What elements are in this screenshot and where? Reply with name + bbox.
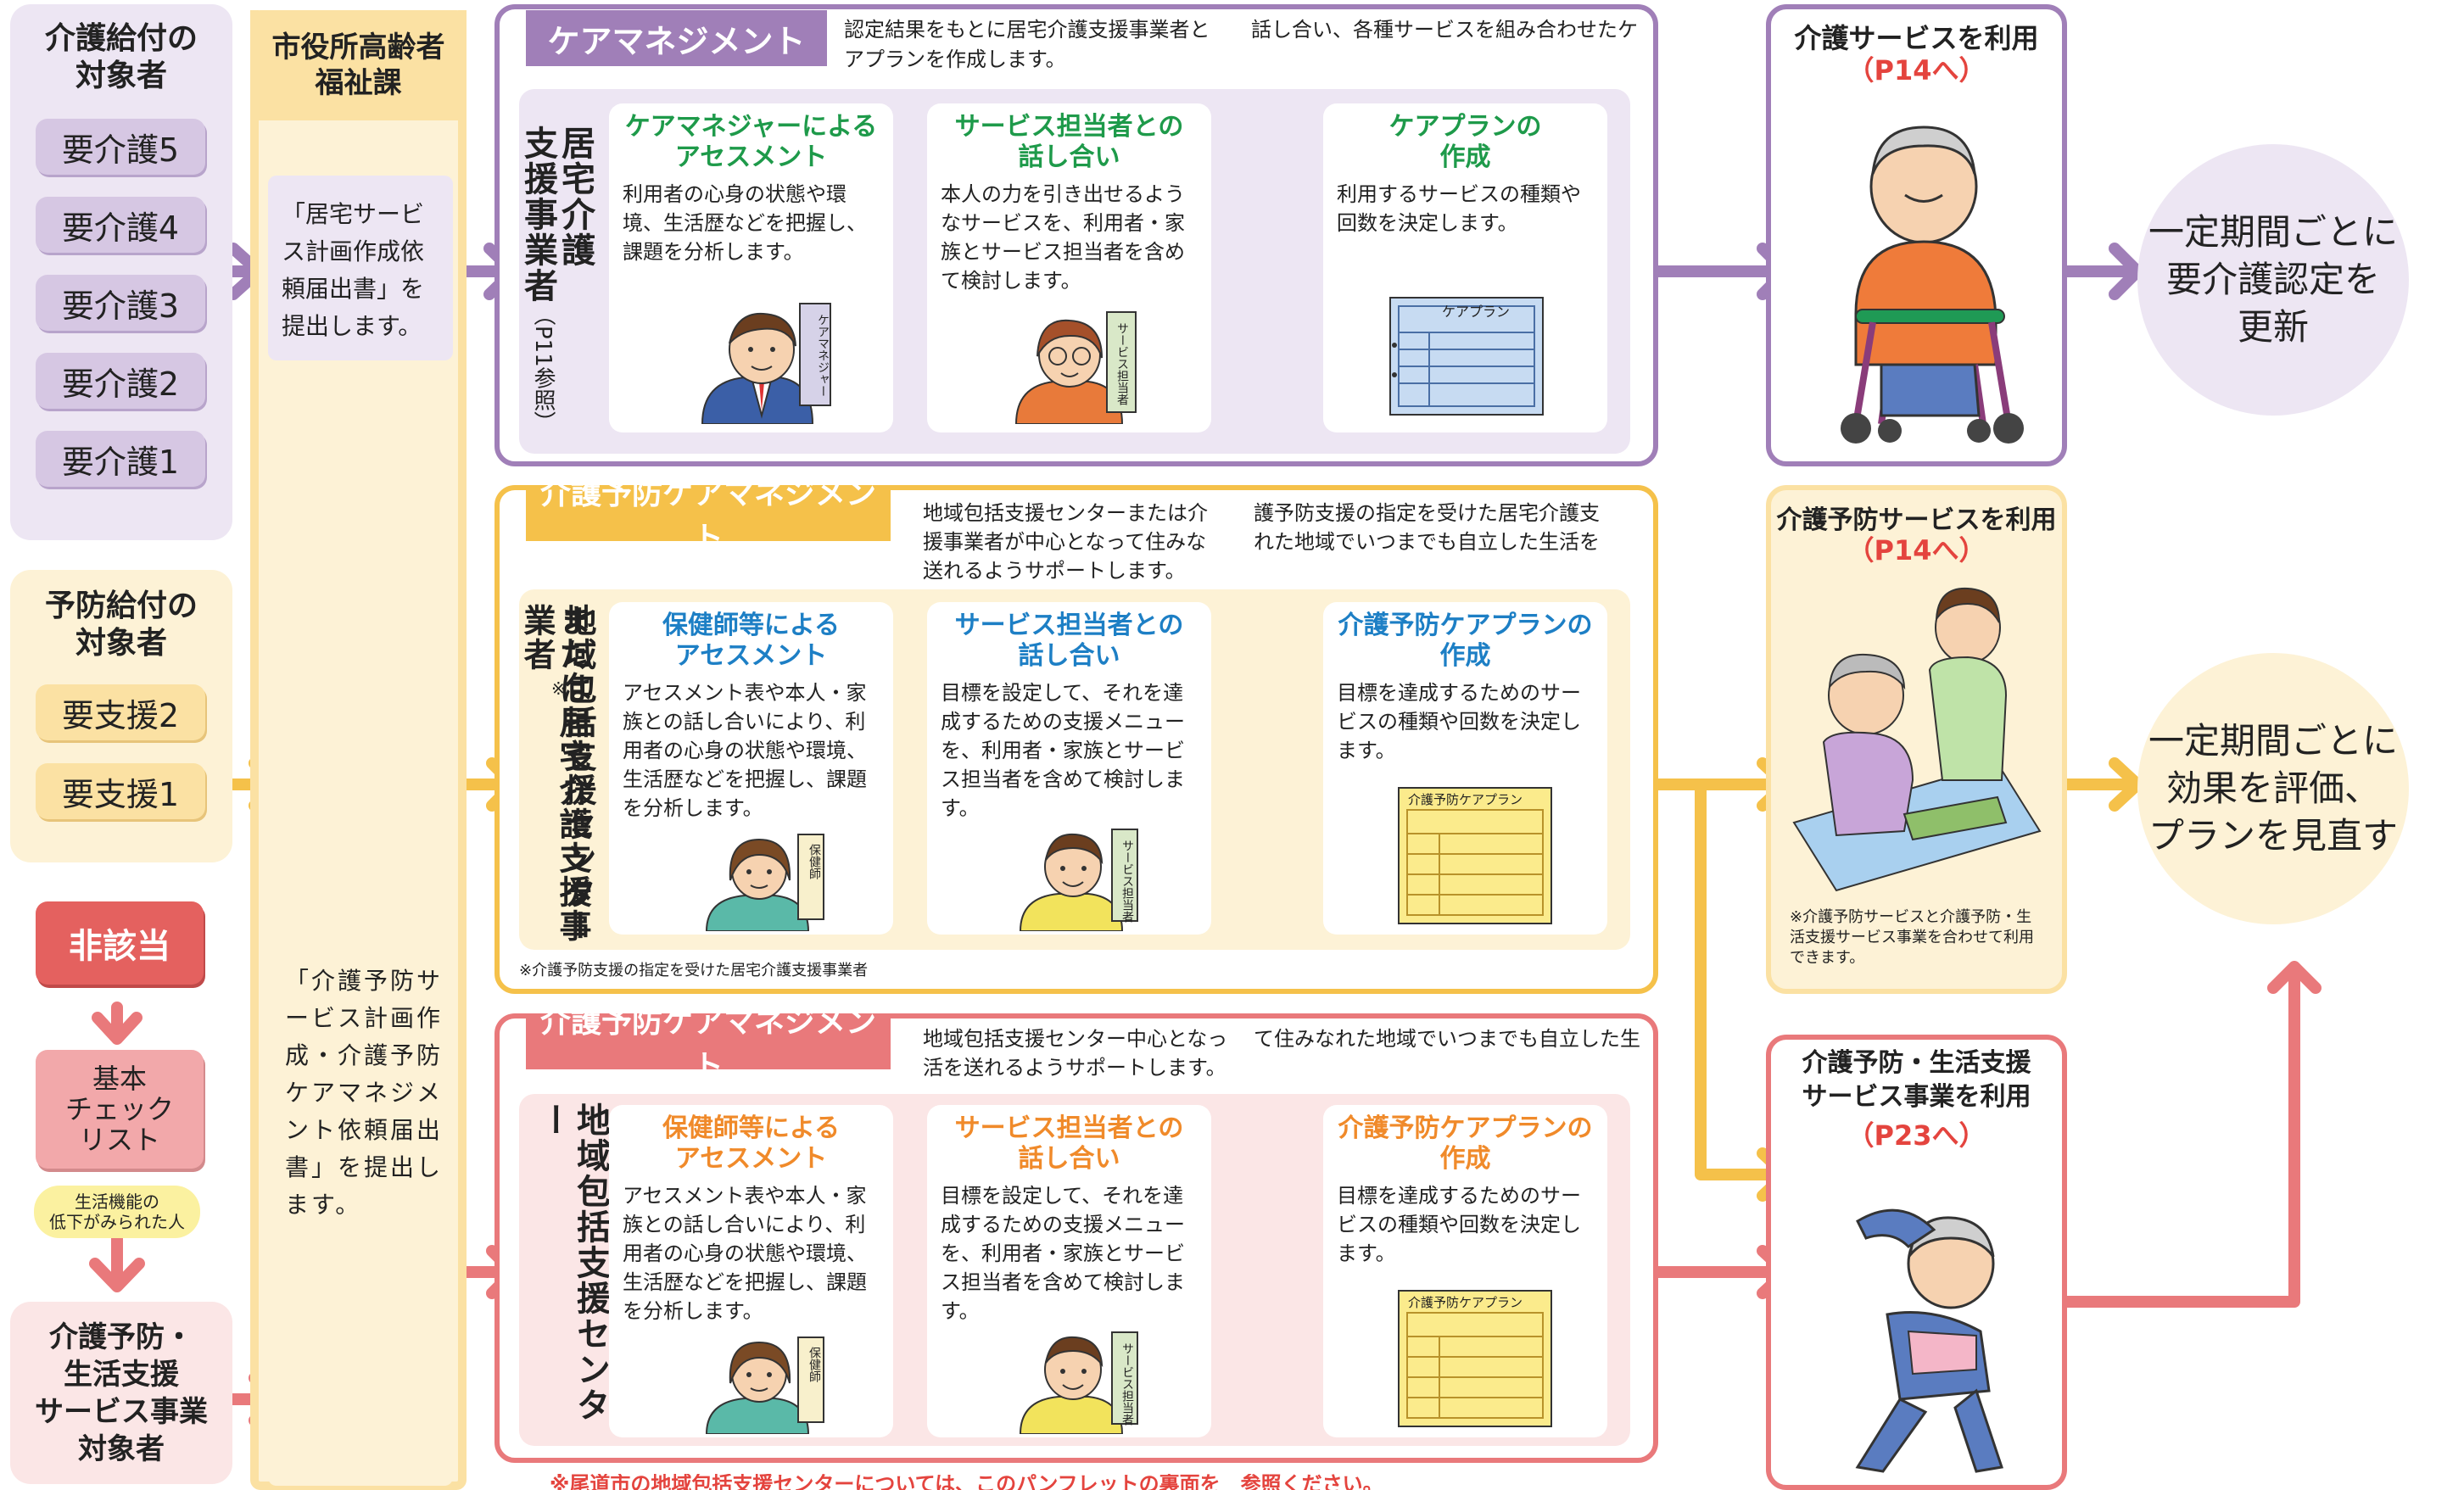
row2-card-meeting: サービス担当者との 話し合い 目標を設定して、それを達成するための支援メニューを…	[927, 602, 1211, 935]
row2-side-label-b: または居宅介護支援事業者	[518, 604, 591, 943]
row3-card-meeting: サービス担当者との 話し合い 目標を設定して、それを達成するための支援メニューを…	[927, 1105, 1211, 1437]
row1-cycle-circle: 一定期間ごとに 要介護認定を 更新	[2137, 144, 2409, 416]
level-youkaigo4: 要介護4	[36, 197, 205, 253]
staff-illustration-pink	[1019, 1331, 1138, 1434]
row3-card1-tag: 保健師	[807, 1347, 821, 1382]
row2-card1-title: 保健師等による アセスメント	[662, 611, 841, 671]
row1-card2-body: 本人の力を引き出せるようなサービスを、利用者・家族とサービス担当者を含めて検討し…	[941, 182, 1185, 293]
row1-card2-title: サービス担当者との 話し合い	[954, 112, 1184, 172]
level-youshien1: 要支援1	[36, 763, 205, 819]
row3-description-c: 活を送れるようサポートします。	[923, 1056, 1226, 1080]
yobo-group-title: 予防給付の 対象者	[44, 589, 198, 661]
kaigo-group-panel: 介護給付の 対象者 要介護5 要介護4 要介護3 要介護2 要介護1	[10, 4, 232, 540]
row2-card2-title: サービス担当者との 話し合い	[954, 611, 1184, 671]
row2-side-mark: ※	[551, 678, 566, 699]
row3-card2-tag: サービス担当者	[1120, 1342, 1134, 1426]
city-office-header: 市役所高齢者 福祉課	[250, 10, 467, 120]
row2-card2-tag: サービス担当者	[1120, 840, 1134, 923]
row2-description-a: 地域包括支援センターまたは介	[923, 501, 1208, 525]
row2-card2-body: 目標を設定して、それを達成するための支援メニューを、利用者・家族とサービス担当者…	[941, 681, 1185, 820]
row2-card3-tag: 介護予防ケアプラン	[1408, 792, 1523, 807]
row1-description-b: 話し合い、各種サービスを組み合わせたケ	[1251, 18, 1638, 42]
row2-result-title: 介護予防サービスを利用	[1776, 505, 2057, 535]
bottom-note: ※尾道市の地域包括支援センターについては、このパンフレットの裏面を 参照ください…	[550, 1474, 1383, 1490]
row2-description-d: れた地域でいつまでも自立した生活を	[1254, 530, 1600, 554]
row1-side-label: 居宅介護 支援事業者	[518, 126, 595, 304]
level-youkaigo2: 要介護2	[36, 353, 205, 409]
preventive-careplan-icon-yellow	[1398, 787, 1552, 924]
preventive-careplan-icon-pink	[1398, 1290, 1552, 1427]
row2-card3-title: 介護予防ケアプランの 作成	[1338, 611, 1593, 671]
row1-card1-title: ケアマネジャーによる アセスメント	[624, 112, 878, 172]
row2-cycle-circle: 一定期間ごとに 効果を評価、 プランを見直す	[2137, 653, 2409, 924]
row1-card-careplan: ケアプランの 作成 利用するサービスの種類や回数を決定します。 ケアプラン	[1323, 103, 1607, 432]
row1-result-title: 介護サービスを利用	[1794, 22, 2039, 54]
row2-footnote: ※介護予防支援の指定を受けた居宅介護支援事業者	[519, 962, 869, 979]
row3-card2-body: 目標を設定して、それを達成するための支援メニューを、利用者・家族とサービス担当者…	[941, 1184, 1185, 1323]
row3-result-title: 介護予防・生活支援 サービス事業を利用	[1802, 1048, 2031, 1112]
row2-card1-tag: 保健師	[807, 844, 821, 879]
row1-tab: ケアマネジメント	[526, 10, 827, 66]
row1-card3-title: ケアプランの 作成	[1388, 112, 1542, 172]
yobo-group-panel: 予防給付の 対象者 要支援2 要支援1	[10, 570, 232, 862]
row3-card-careplan: 介護予防ケアプランの 作成 目標を達成するためのサービスの種類や回数を決定します…	[1323, 1105, 1607, 1437]
row1-description-c: アプランを作成します。	[844, 47, 1066, 71]
row1-card-assessment: ケアマネジャーによる アセスメント 利用者の心身の状態や環境、生活歴などを把握し…	[609, 103, 893, 432]
row2-tab: 介護予防ケアマネジメント	[526, 477, 891, 555]
row1-side-ref: （P11参照）	[530, 304, 556, 433]
decline-note: 生活機能の 低下がみられた人	[34, 1186, 200, 1238]
row2-result-panel	[1766, 485, 2067, 994]
row3-card1-title: 保健師等による アセスメント	[662, 1113, 841, 1174]
row3-result-ref: （P23へ）	[1847, 1119, 1986, 1152]
level-youshien2: 要支援2	[36, 684, 205, 740]
level-youkaigo1: 要介護1	[36, 431, 205, 487]
row3-card-assessment: 保健師等による アセスメント アセスメント表や本人・家族との話し合いにより、利用…	[609, 1105, 893, 1437]
row1-card3-tag: ケアプラン	[1442, 304, 1511, 320]
row2-side-label-a: 地域包括支援センター	[559, 604, 596, 943]
row2-description-c: 援事業者が中心となって住みな	[923, 530, 1207, 554]
row2-card-careplan: 介護予防ケアプランの 作成 目標を達成するためのサービスの種類や回数を決定します…	[1323, 602, 1607, 935]
row1-card-meeting: サービス担当者との 話し合い 本人の力を引き出せるようなサービスを、利用者・家族…	[927, 103, 1211, 432]
row1-card2-tag: サービス担当者	[1115, 322, 1129, 405]
row2-card3-body: 目標を達成するためのサービスの種類や回数を決定します。	[1337, 681, 1581, 762]
row2-card1-body: アセスメント表や本人・家族との話し合いにより、利用者の心身の状態や環境、生活歴な…	[623, 681, 867, 820]
row3-description-b: て住みなれた地域でいつまでも自立した生	[1254, 1027, 1640, 1051]
row3-card2-title: サービス担当者との 話し合い	[954, 1113, 1184, 1174]
row1-card1-body: 利用者の心身の状態や環境、生活歴などを把握し、課題を分析します。	[623, 182, 867, 264]
exercise-elders-illustration	[1792, 587, 2042, 892]
nurse-illustration-pink	[705, 1337, 824, 1434]
row3-card3-title: 介護予防ケアプランの 作成	[1338, 1113, 1593, 1174]
row3-card3-tag: 介護予防ケアプラン	[1408, 1295, 1523, 1310]
city-office-note-yobo: 「介護予防サービス計画作成・介護予防ケアマネジメント依頼届出書」を提出します。	[285, 967, 444, 1219]
level-youkaigo5: 要介護5	[36, 119, 205, 175]
basic-checklist-box: 基本 チェック リスト	[36, 1050, 204, 1169]
care-manager-illustration	[701, 303, 831, 424]
level-youkaigo3: 要介護3	[36, 275, 205, 331]
walker-elder-illustration	[1841, 126, 2024, 444]
row3-card3-body: 目標を達成するためのサービスの種類や回数を決定します。	[1337, 1184, 1581, 1265]
city-office-note-panel	[268, 697, 453, 1486]
row1-description-a: 認定結果をもとに居宅介護支援事業者と	[844, 18, 1210, 42]
row2-description-e: 送れるようサポートします。	[923, 559, 1186, 583]
jigyo-target-box: 介護予防・ 生活支援 サービス事業 対象者	[10, 1302, 232, 1484]
not-applicable-badge: 非該当	[36, 901, 204, 985]
row3-description-a: 地域包括支援センター中心となっ	[923, 1027, 1228, 1051]
city-office-note-kaigo: 「居宅サービス計画作成依頼届出書」を提出します。	[268, 176, 453, 360]
nurse-illustration-yellow	[705, 834, 824, 931]
row3-tab: 介護予防ケアマネジメント	[526, 1005, 891, 1084]
row3-side-label: 地域包括支援センター	[534, 1102, 610, 1423]
row1-card1-tag: ケアマネジャー	[816, 314, 830, 397]
row1-card3-body: 利用するサービスの種類や回数を決定します。	[1337, 182, 1581, 235]
staff-illustration-yellow	[1019, 829, 1138, 931]
service-staff-illustration	[1014, 311, 1137, 424]
row2-card-assessment: 保健師等による アセスメント アセスメント表や本人・家族との話し合いにより、利用…	[609, 602, 893, 935]
careplan-document-icon	[1389, 297, 1544, 416]
row2-description-b: 護予防支援の指定を受けた居宅介護支	[1254, 501, 1600, 525]
row3-card1-body: アセスメント表や本人・家族との話し合いにより、利用者の心身の状態や環境、生活歴な…	[623, 1184, 867, 1323]
kaigo-group-title: 介護給付の 対象者	[44, 21, 198, 93]
row1-result-ref: （P14へ）	[1847, 54, 1986, 86]
stretching-elder-illustration	[1855, 1208, 2003, 1473]
row2-result-note: ※介護予防サービスと介護予防・生活支援サービス事業を合わせて利用できます。	[1790, 908, 2034, 967]
row2-result-ref: （P14へ）	[1847, 534, 1986, 566]
